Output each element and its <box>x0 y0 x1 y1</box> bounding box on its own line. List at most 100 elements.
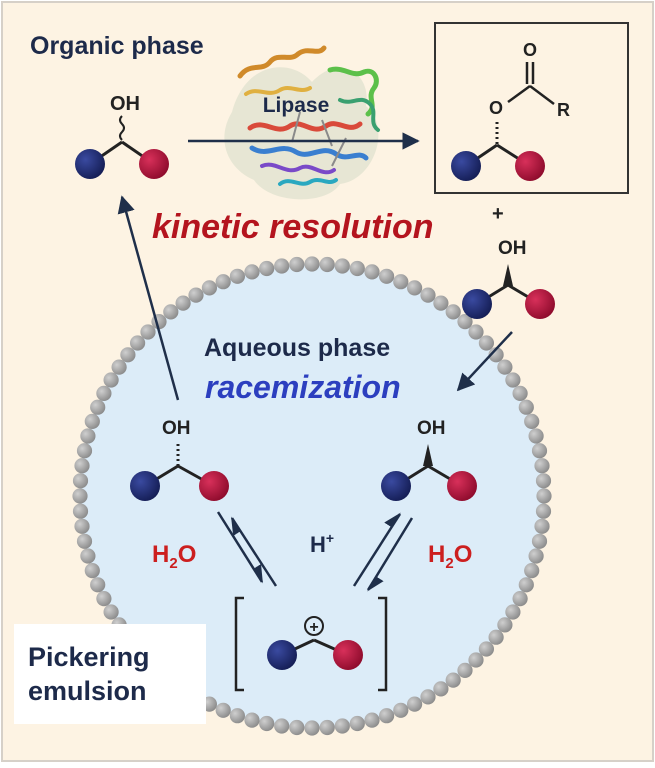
particle-bead <box>274 258 290 274</box>
r-group-label: R <box>557 100 570 120</box>
particle-bead <box>534 458 550 474</box>
navy-group-icon <box>451 151 481 181</box>
equilibrium-reverse-left <box>230 516 278 587</box>
proton-label: H+ <box>310 530 334 557</box>
particle-bead <box>96 385 112 401</box>
particle-bead <box>259 260 275 277</box>
particle-shell <box>72 256 552 736</box>
particle-bead <box>433 681 449 697</box>
racemization-label: racemization <box>205 369 401 405</box>
navy-group-icon <box>381 471 411 501</box>
particle-bead <box>72 488 88 504</box>
particle-bead <box>244 712 260 728</box>
wedge-bond-icon <box>423 444 433 466</box>
particle-bead <box>163 304 179 320</box>
particle-bead <box>478 641 494 657</box>
red-group-icon <box>447 471 477 501</box>
transfer-to-aqueous-arrow <box>456 331 513 392</box>
particle-bead <box>76 533 93 549</box>
particle-bead <box>528 548 544 564</box>
alcohol-enantiomer-wedged: OH <box>381 418 477 501</box>
particle-bead <box>80 548 96 564</box>
navy-group-icon <box>462 289 492 319</box>
navy-group-icon <box>75 149 105 179</box>
particle-bead <box>215 274 231 290</box>
particle-bead <box>478 335 494 351</box>
kinetic-resolution-label: kinetic resolution <box>152 208 434 246</box>
particle-bead <box>393 702 409 718</box>
particle-bead <box>393 274 409 290</box>
particle-bead <box>80 428 96 444</box>
pickering-label-line2: emulsion <box>28 676 147 706</box>
particle-bead <box>229 268 245 284</box>
water-label-left: H2O <box>152 541 196 572</box>
red-group-icon <box>139 149 169 179</box>
particle-bead <box>304 720 320 736</box>
particle-bead <box>84 563 100 579</box>
right-bracket <box>378 596 388 692</box>
hydroxyl-label: OH <box>417 418 446 439</box>
particle-bead <box>72 503 89 519</box>
particle-bead <box>364 712 380 728</box>
particle-bead <box>457 662 473 679</box>
alcohol-enantiomer-hashed: OH <box>130 418 229 501</box>
particle-bead <box>433 295 449 311</box>
particle-bead <box>74 518 90 534</box>
particle-bead <box>103 372 119 388</box>
hydroxyl-label: OH <box>162 418 191 439</box>
particle-bead <box>468 652 484 668</box>
particle-bead <box>111 359 127 375</box>
navy-group-icon <box>130 471 160 501</box>
particle-bead <box>90 577 106 593</box>
particle-bead <box>289 719 305 736</box>
particle-bead <box>76 443 93 459</box>
particle-bead <box>349 715 365 732</box>
red-group-icon <box>199 471 229 501</box>
particle-bead <box>120 347 136 363</box>
particle-bead <box>379 708 395 724</box>
particle-bead <box>488 629 504 645</box>
particle-bead <box>215 702 231 718</box>
svg-text:+: + <box>309 619 318 636</box>
carbocation-intermediate: + <box>234 596 388 692</box>
particle-bead <box>512 591 528 607</box>
particle-bead <box>349 260 365 277</box>
particle-bead <box>407 280 423 296</box>
red-group-icon <box>525 289 555 319</box>
water-label-right: H2O <box>428 541 472 572</box>
particle-bead <box>379 268 395 284</box>
emulsion-droplet <box>80 264 544 728</box>
particle-bead <box>259 715 275 732</box>
particle-bead <box>103 604 119 620</box>
particle-bead <box>130 335 146 351</box>
particle-bead <box>74 458 90 474</box>
wavy-bond-icon <box>119 115 125 141</box>
red-group-icon <box>515 151 545 181</box>
organic-phase-label: Organic phase <box>30 32 204 60</box>
unreacted-enantiomer: OH <box>462 238 555 319</box>
pickering-label-line1: Pickering <box>28 642 150 672</box>
product-box <box>434 22 629 194</box>
particle-bead <box>445 304 461 320</box>
particle-bead <box>518 577 534 593</box>
plus-sign: + <box>492 203 504 225</box>
equilibrium-forward-right <box>352 512 402 587</box>
equilibrium-forward-left <box>216 511 264 584</box>
particle-bead <box>524 563 540 579</box>
particle-bead <box>531 533 548 549</box>
particle-bead <box>518 399 534 415</box>
ester-product: O R O <box>451 40 570 181</box>
pickering-label-box <box>14 624 206 724</box>
wedge-bond-icon <box>503 264 513 286</box>
particle-bead <box>334 258 350 274</box>
particle-bead <box>505 372 521 388</box>
cation-charge-icon <box>304 616 324 636</box>
particle-bead <box>319 719 335 736</box>
particle-bead <box>188 287 204 303</box>
particle-bead <box>201 280 217 296</box>
racemic-alcohol: OH <box>75 93 169 179</box>
red-group-icon <box>333 640 363 670</box>
navy-group-icon <box>267 640 297 670</box>
